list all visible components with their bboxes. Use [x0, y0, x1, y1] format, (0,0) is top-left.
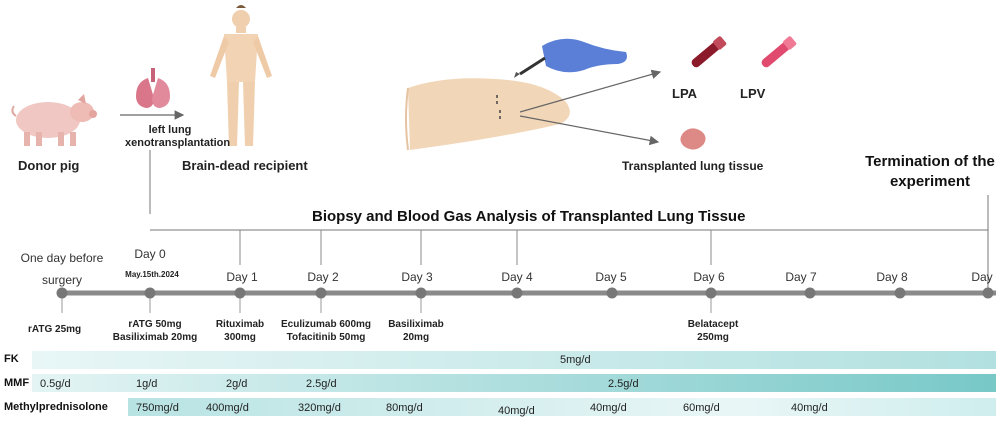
day-label: Day 7 — [785, 270, 817, 284]
procedure-label: left lung xenotransplantation — [125, 124, 231, 149]
dose-value: 0.5g/d — [40, 378, 71, 390]
timeline-day-dot — [705, 287, 717, 299]
drug-label: Basiliximab 20mg — [388, 319, 444, 343]
day-label: Day 1 — [226, 270, 258, 284]
row-label-methylprednisolone: Methylprednisolone — [4, 401, 108, 413]
drug-label: rATG 50mg Basiliximab 20mg — [112, 319, 198, 343]
timeline-day-dot — [804, 287, 816, 299]
timeline-day-dot — [415, 287, 427, 299]
timeline-day-dot — [894, 287, 906, 299]
dose-value: 40mg/d — [791, 402, 828, 414]
timeline-day-dot — [606, 287, 618, 299]
recipient-label: Brain-dead recipient — [182, 158, 308, 173]
termination-label: Termination of the experiment — [865, 153, 995, 190]
fk-bar — [32, 351, 996, 369]
dose-value: 1g/d — [136, 378, 158, 390]
mp-bar — [128, 398, 996, 416]
lung-icon — [136, 68, 170, 108]
pig-icon — [11, 94, 97, 146]
day-label: Day 6 — [693, 270, 725, 284]
day-label: Day 8 — [876, 270, 908, 284]
dose-value: 320mg/d — [298, 402, 341, 414]
dose-value: 2g/d — [226, 378, 248, 390]
timeline-day-dot — [982, 287, 994, 299]
dose-value: 750mg/d — [136, 402, 179, 414]
dose-value: 400mg/d — [206, 402, 249, 414]
arm-icon — [405, 78, 570, 151]
tissue-icon — [680, 128, 706, 150]
mmf-bar — [32, 374, 996, 392]
donor-label: Donor pig — [18, 158, 80, 173]
sample-lpa: LPA — [672, 86, 698, 101]
dose-value: 60mg/d — [683, 402, 720, 414]
day-label: Day 5 — [595, 270, 627, 284]
day-sub-label: May.15th.2024 — [125, 270, 179, 279]
dose-value: 40mg/d — [498, 405, 535, 417]
gloved-hand-scalpel-icon — [514, 38, 627, 78]
dose-value: 80mg/d — [386, 402, 423, 414]
dose-value: 2.5g/d — [608, 378, 639, 390]
dose-value: 40mg/d — [590, 402, 627, 414]
timeline-day-dot — [315, 287, 327, 299]
day-label: Day 0 — [134, 247, 166, 261]
row-label-fk: FK — [4, 353, 19, 365]
row-label-mmf: MMF — [4, 377, 30, 389]
day-label: One day before surgery — [20, 251, 104, 287]
drug-label: Eculizumab 600mg Tofacitinib 50mg — [280, 319, 372, 343]
day-label: Day 2 — [307, 270, 339, 284]
timeline-day-dot — [56, 287, 68, 299]
drug-label: Rituximab 300mg — [215, 319, 265, 343]
blood-tube-icon — [691, 36, 797, 68]
drug-label: rATG 25mg — [28, 324, 82, 335]
biopsy-title: Biopsy and Blood Gas Analysis of Transpl… — [312, 208, 746, 225]
drug-label: Belatacept 250mg — [687, 319, 739, 343]
timeline-day-dot — [234, 287, 246, 299]
tissue-label: Transplanted lung tissue — [622, 159, 764, 173]
timeline-day-dot — [511, 287, 523, 299]
timeline-day-dot — [144, 287, 156, 299]
day-label: Day — [971, 270, 993, 284]
dose-value: 2.5g/d — [306, 378, 337, 390]
day-label: Day 3 — [401, 270, 433, 284]
sample-lpv: LPV — [740, 86, 766, 101]
day-label: Day 4 — [501, 270, 533, 284]
dose-value: 5mg/d — [560, 354, 591, 366]
human-body-icon — [210, 5, 272, 146]
